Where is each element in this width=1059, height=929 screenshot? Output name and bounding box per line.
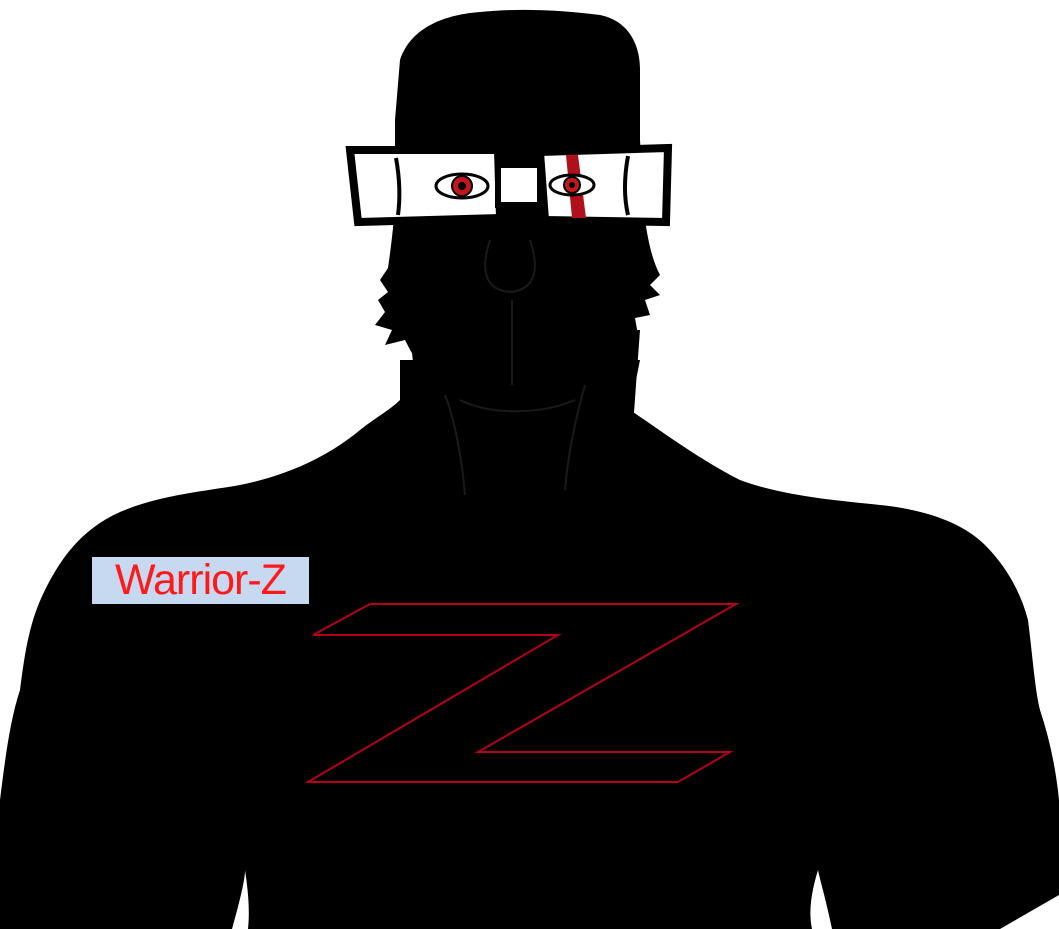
neck-line-left (444, 394, 466, 496)
z-emblem (304, 603, 740, 783)
glasses-bridge (495, 162, 543, 208)
neck-line-right (564, 384, 586, 491)
nose-line (484, 239, 536, 294)
right-arm-gap (810, 870, 832, 929)
jaw-line (459, 399, 576, 413)
bottom-right-gap (1000, 895, 1059, 929)
torso-silhouette (0, 360, 1059, 929)
name-tag-label: Warrior-Z (92, 557, 309, 604)
left-lens-inner-line (394, 157, 402, 216)
left-lens (345, 146, 505, 227)
left-eye (434, 172, 490, 200)
right-eye (548, 173, 596, 197)
right-lens-inner-line (623, 155, 630, 216)
left-arm-gap (232, 870, 249, 929)
